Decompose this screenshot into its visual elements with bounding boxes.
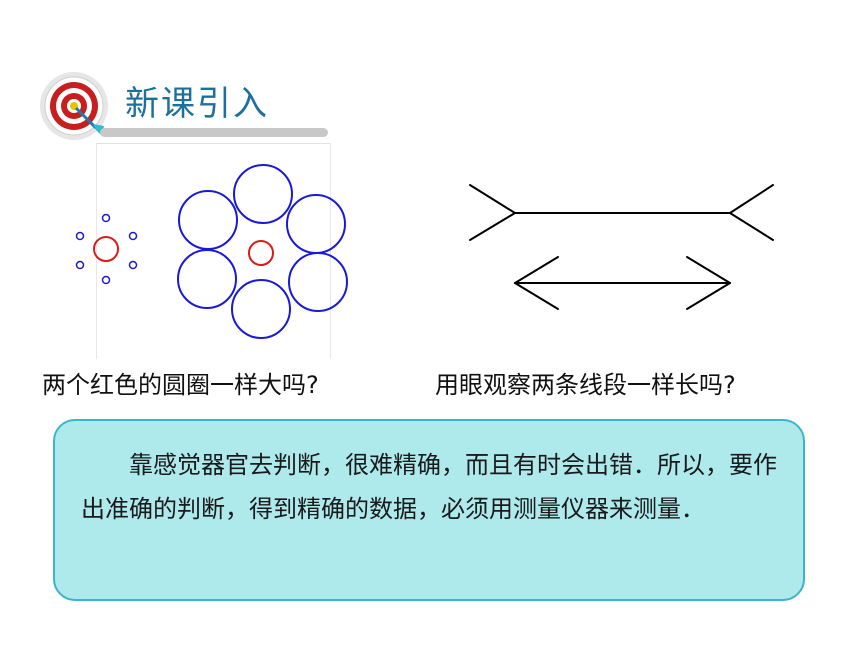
title-underline (100, 128, 328, 137)
muller-lyer-figure (469, 184, 774, 310)
red-circle-right (248, 240, 274, 266)
target-with-dart-icon (40, 72, 108, 140)
caption-lines-question: 用眼观察两条线段一样长吗? (435, 371, 736, 399)
figure-frame-right (330, 143, 331, 359)
red-circle-left (93, 236, 119, 262)
info-box: 靠感觉器官去判断，很难精确，而且有时会出错．所以，要作出准确的判断，得到精确的数… (53, 419, 805, 601)
page-title: 新课引入 (125, 84, 269, 124)
info-text: 靠感觉器官去判断，很难精确，而且有时会出错．所以，要作出准确的判断，得到精确的数… (81, 451, 777, 523)
small-circle-group (75, 213, 138, 285)
large-circle-group (177, 164, 348, 339)
circles-illusion-figure (75, 164, 348, 339)
figure-frame-left (96, 143, 97, 359)
header: 新课引入 (0, 0, 860, 359)
figure-frame-top (96, 143, 330, 144)
caption-circles-question: 两个红色的圆圈一样大吗? (42, 371, 319, 399)
